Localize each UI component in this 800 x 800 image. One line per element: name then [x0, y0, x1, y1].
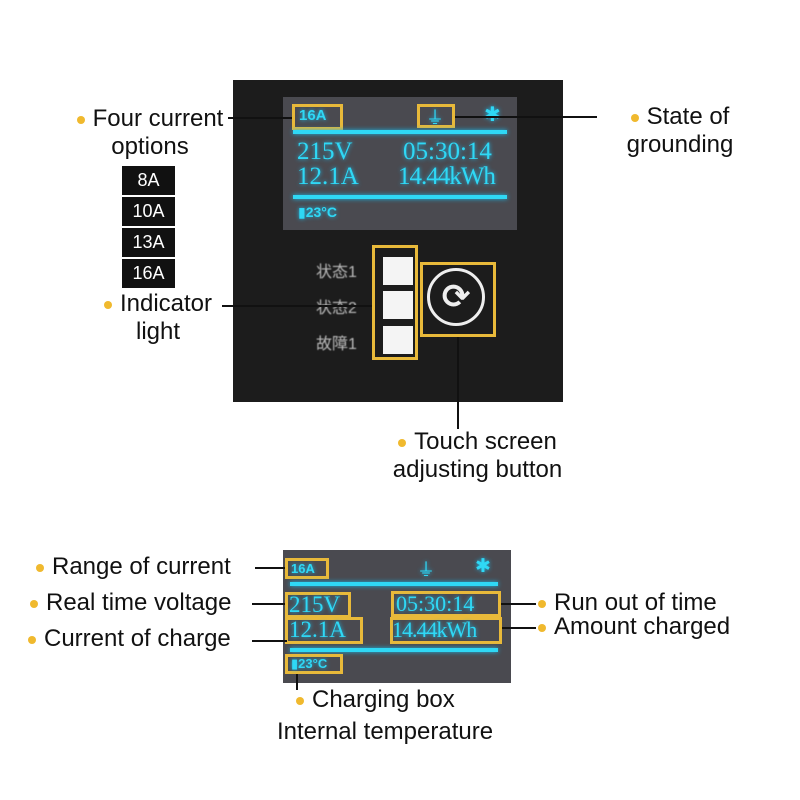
ground-highlight [417, 104, 455, 128]
leader-line [457, 337, 459, 429]
leader-line [255, 567, 285, 569]
time-highlight [391, 591, 501, 617]
ground-icon: ⏚ [426, 108, 444, 128]
callout-text: Real time voltage [46, 589, 232, 616]
callout-text: adjusting button [392, 456, 563, 483]
callout-text: Four current [92, 105, 224, 132]
voltage-value: 215V [297, 138, 353, 165]
leader-line [228, 117, 292, 119]
option-10a: 10A [122, 197, 175, 226]
leader-line [296, 674, 298, 690]
callout-text: options [111, 133, 189, 160]
option-16a: 16A [122, 259, 175, 288]
temperature-highlight [285, 654, 343, 674]
energy-highlight [390, 617, 502, 644]
callout-touch-button: Touch screen adjusting button [350, 428, 605, 484]
indicator-light-2 [383, 291, 413, 319]
callout-temperature: Charging box Internal temperature [230, 684, 540, 748]
current-setting: 16A [291, 561, 315, 576]
divider [293, 130, 507, 134]
callout-text: Charging box [312, 686, 455, 713]
divider [290, 582, 498, 586]
leader-line [252, 603, 285, 605]
callout-text: Run out of time [554, 589, 717, 616]
callout-text: Indicator [119, 290, 213, 317]
leader-line [252, 640, 287, 642]
leader-line [455, 116, 597, 118]
temperature-value: ▮23°C [298, 204, 337, 220]
callout-text: grounding [626, 131, 734, 158]
current-options-list: 8A 10A 13A 16A [122, 166, 175, 290]
callout-indicator-light: Indicator light [78, 290, 238, 346]
divider [290, 648, 498, 652]
touch-button-highlight [420, 262, 496, 337]
callout-range-of-current: Range of current [36, 553, 231, 581]
indicator-highlight [372, 245, 418, 360]
callout-grounding: State of grounding [595, 103, 765, 159]
callout-text: Touch screen [414, 428, 557, 455]
callout-charge-current: Current of charge [28, 625, 231, 653]
ground-icon: ⏚ [417, 560, 435, 580]
callout-text: State of [646, 103, 730, 130]
refresh-icon[interactable]: ⟳ [427, 268, 485, 326]
time-value: 05:30:14 [403, 138, 492, 165]
callout-text: Amount charged [554, 613, 731, 640]
charge-current-highlight [285, 617, 363, 644]
energy-value: 14.44kWh [398, 163, 496, 190]
plug-status-icon: ✱ [475, 556, 491, 577]
option-8a: 8A [122, 166, 175, 195]
callout-text: Internal temperature [276, 718, 494, 745]
current-highlight [292, 104, 343, 130]
callout-current-options: Four current options [50, 105, 250, 161]
current-setting: 16A [299, 107, 327, 124]
current-value: 12.1A [289, 617, 346, 642]
indicator-label: 状态1 [316, 264, 357, 281]
indicator-label: 故障1 [316, 336, 357, 353]
callout-text: Range of current [52, 553, 231, 580]
divider [293, 195, 507, 199]
indicator-light-1 [383, 257, 413, 285]
voltage-highlight [285, 592, 351, 618]
callout-voltage: Real time voltage [30, 589, 231, 617]
display-screen [283, 97, 517, 230]
leader-line [222, 305, 372, 307]
indicator-label: 状态2 [316, 300, 357, 317]
current-value: 12.1A [297, 163, 359, 190]
callout-text: Current of charge [44, 625, 231, 652]
callout-run-time: Run out of time [538, 589, 717, 617]
option-13a: 13A [122, 228, 175, 257]
temperature-text: 23°C [305, 204, 337, 220]
temperature-value: ▮23°C [291, 656, 328, 671]
voltage-value: 215V [289, 592, 341, 617]
plug-status-icon: ✱ [484, 104, 501, 126]
leader-line [502, 627, 536, 629]
indicator-light-fault [383, 326, 413, 354]
callout-amount-charged: Amount charged [538, 613, 730, 641]
temperature-text: 23°C [298, 656, 328, 671]
leader-line [501, 603, 536, 605]
callout-text: light [135, 318, 181, 345]
current-highlight [285, 558, 329, 579]
time-value: 05:30:14 [396, 591, 475, 616]
energy-value: 14.44kWh [392, 617, 477, 642]
